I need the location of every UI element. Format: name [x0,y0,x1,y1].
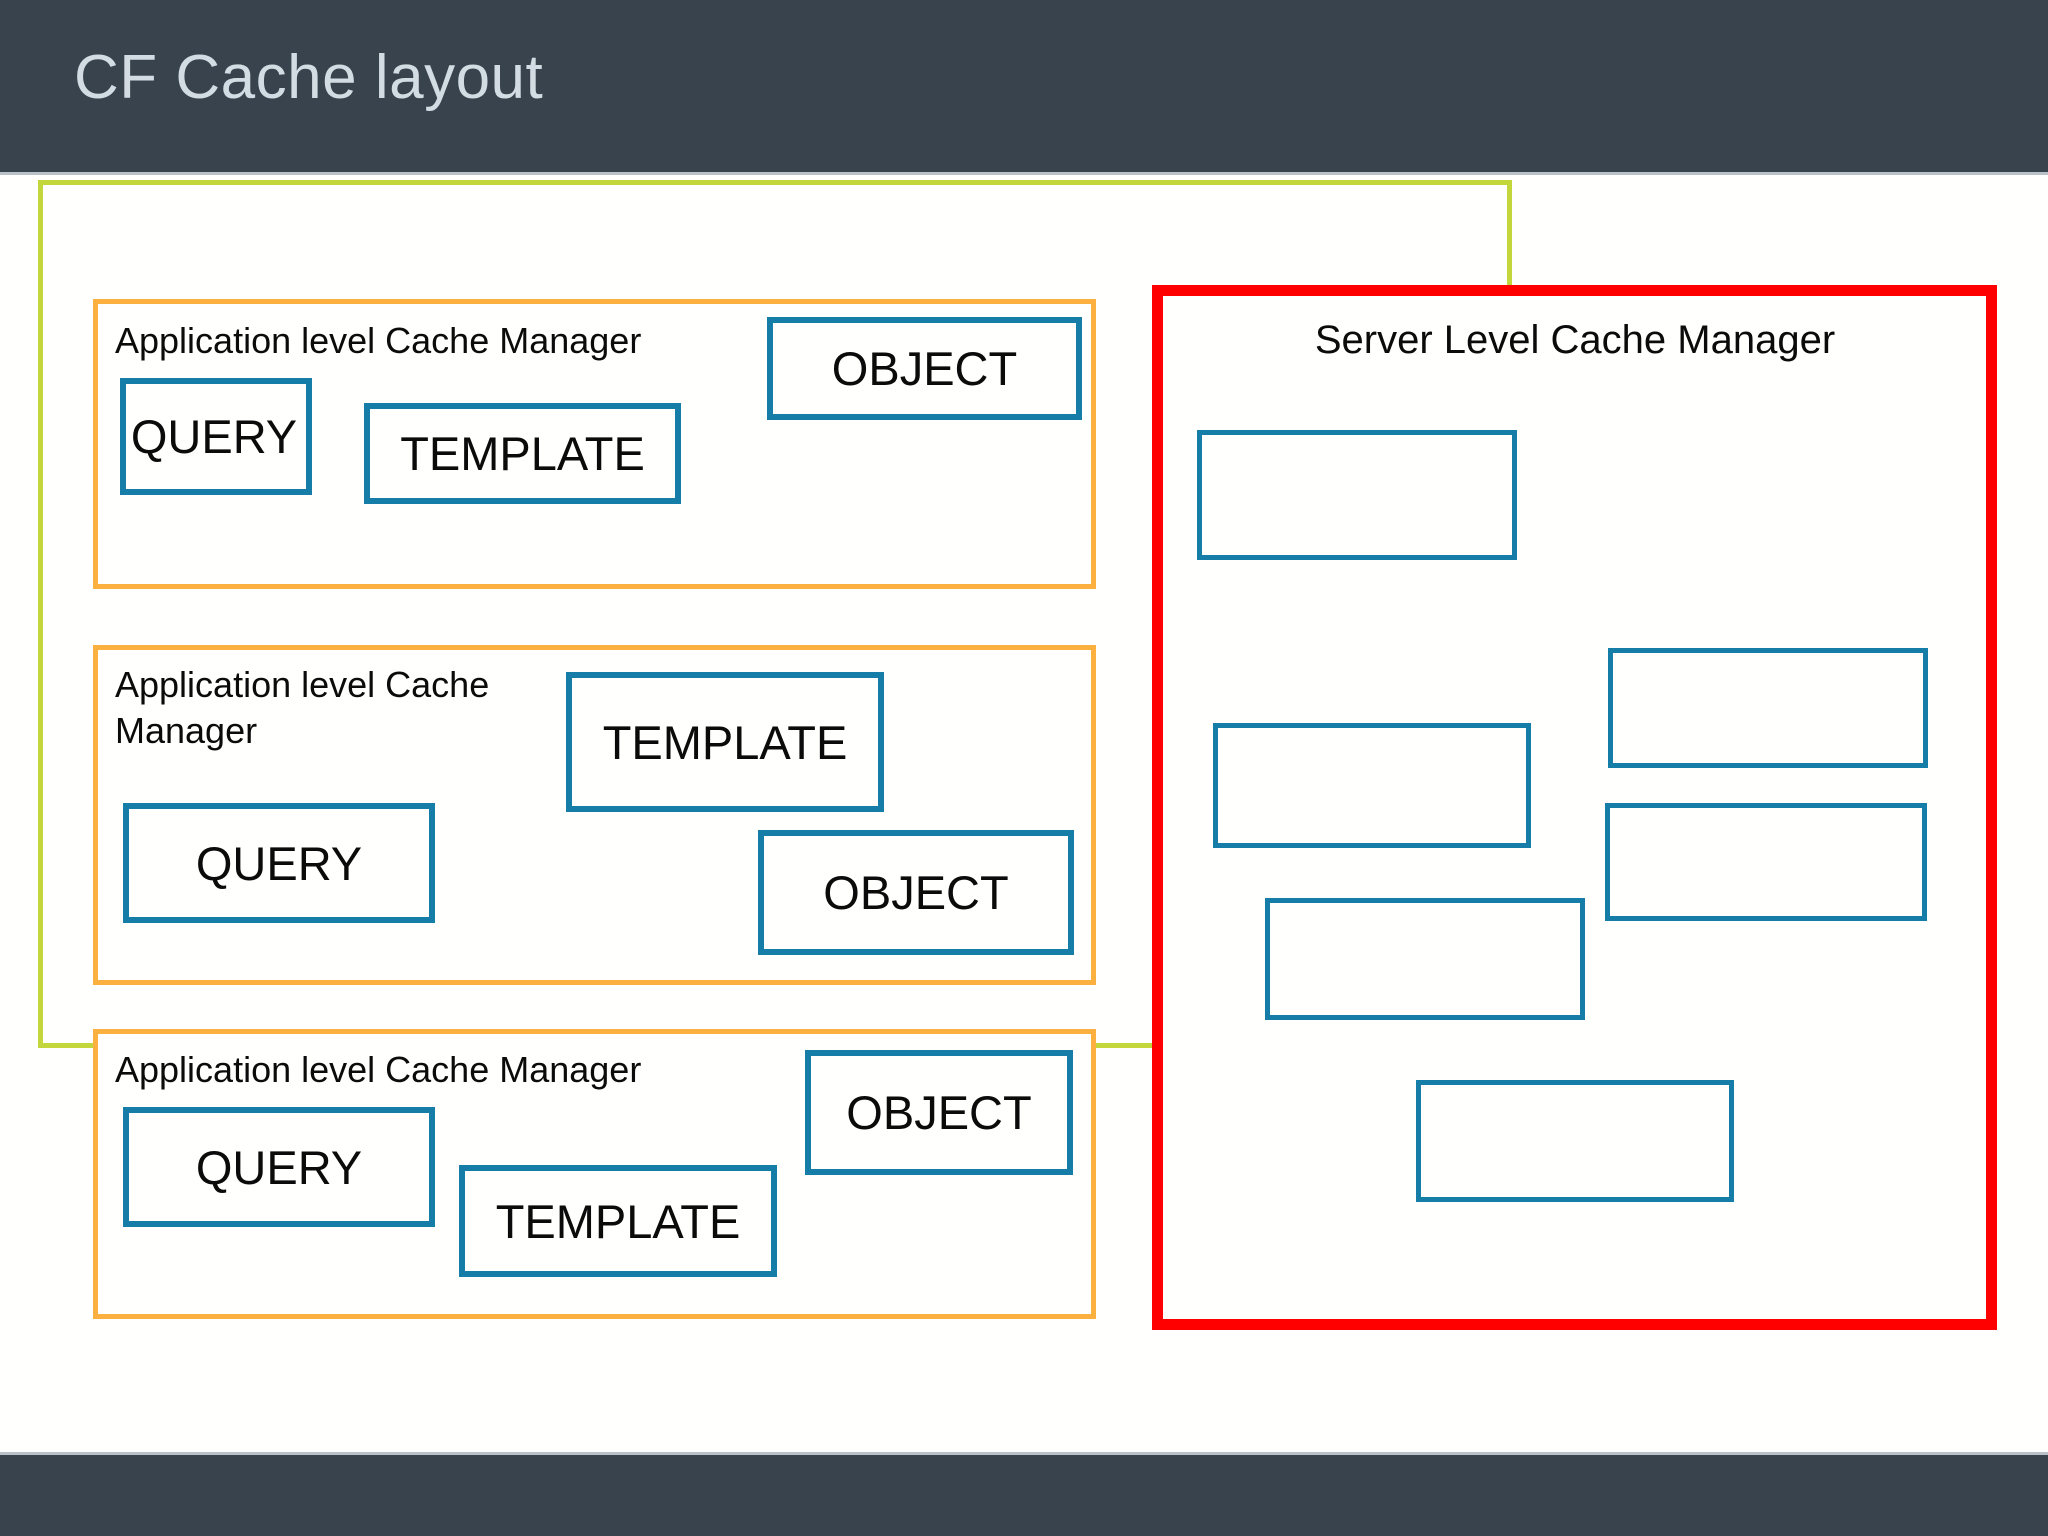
server-cache-slot-5[interactable] [1265,898,1585,1020]
cache-box-object-3[interactable]: OBJECT [805,1050,1073,1175]
cache-box-object-1-label: OBJECT [831,342,1018,395]
server-cache-slot-2[interactable] [1608,648,1928,768]
cache-box-query-2[interactable]: QUERY [123,803,435,923]
cache-box-object-1[interactable]: OBJECT [767,317,1082,420]
cache-box-object-2[interactable]: OBJECT [758,830,1074,955]
cache-box-query-2-label: QUERY [195,836,363,890]
cache-box-template-1-label: TEMPLATE [400,427,645,480]
application-cache-manager-1-label: Application level Cache Manager [115,320,642,361]
footer-divider [0,1452,2048,1455]
server-cache-slot-1[interactable] [1197,430,1517,560]
header-divider [0,172,2048,175]
cache-box-template-3[interactable]: TEMPLATE [459,1165,777,1277]
cache-box-query-1[interactable]: QUERY [120,378,312,495]
cache-box-template-1[interactable]: TEMPLATE [364,403,681,504]
application-cache-manager-2-label: Application level Cache Manager [115,664,490,752]
cache-box-object-3-label: OBJECT [846,1086,1032,1139]
cache-box-template-2[interactable]: TEMPLATE [566,672,884,812]
server-cache-slot-4[interactable] [1605,803,1927,921]
cache-box-query-1-label: QUERY [130,410,298,463]
slide-footer: © 2014 Adobe Systems Incorporated. All R… [0,1455,2048,1536]
cache-box-object-2-label: OBJECT [823,866,1009,919]
server-level-cache-manager-label: Server Level Cache Manager [1314,318,1836,362]
cache-box-template-3-label: TEMPLATE [495,1194,741,1248]
application-cache-manager-3-label: Application level Cache Manager [115,1049,642,1090]
server-cache-slot-3[interactable] [1213,723,1531,848]
page-title: CF Cache layout [74,43,544,112]
cache-box-template-2-label: TEMPLATE [602,715,848,769]
slide-header: CF Cache layout [0,0,2048,172]
cache-box-query-3[interactable]: QUERY [123,1107,435,1227]
server-cache-slot-6[interactable] [1416,1080,1734,1202]
cache-box-query-3-label: QUERY [195,1140,363,1194]
